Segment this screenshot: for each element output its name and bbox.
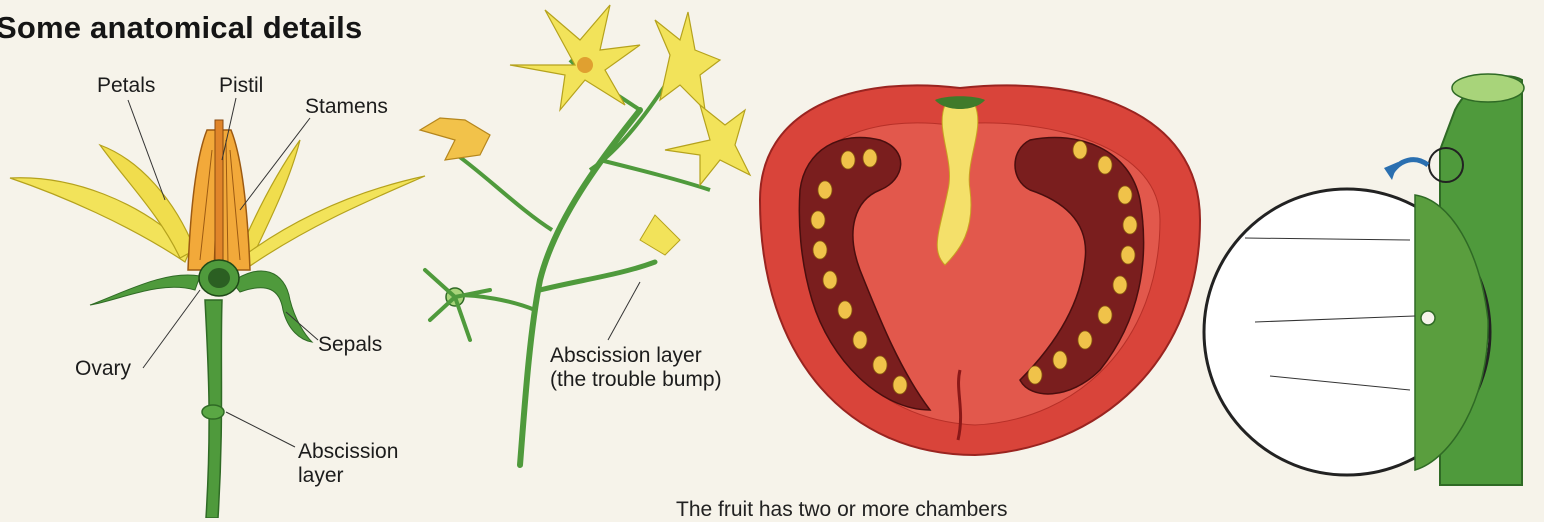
- cluster-flower-lower-right: [665, 105, 750, 185]
- flower-cluster-stem: [420, 5, 750, 465]
- stem-top-cut: [1452, 74, 1524, 102]
- cluster-bud-right: [640, 215, 680, 255]
- cluster-flower-left: [420, 118, 490, 160]
- cluster-flower-right: [655, 12, 720, 110]
- cluster-flower-top: [510, 5, 640, 110]
- label-stamens: Stamens: [305, 95, 388, 119]
- sepal-left: [90, 275, 200, 305]
- label-ovary: Ovary: [75, 357, 131, 381]
- label-stem-abscission-line1: Abscission layer: [550, 344, 702, 368]
- magnify-arrow: [1392, 160, 1428, 172]
- label-abscission-line2: layer: [298, 464, 344, 488]
- flower-abscission-bump: [202, 405, 224, 419]
- label-petals: Petals: [97, 74, 155, 98]
- fruit-caption: The fruit has two or more chambers: [676, 498, 1007, 522]
- pistil: [215, 120, 223, 270]
- cluster-main-stem: [520, 110, 640, 465]
- label-pistil: Pistil: [219, 74, 263, 98]
- cluster-leader-line: [608, 282, 640, 340]
- tomato-cross-section: [760, 85, 1200, 455]
- label-stem-abscission-line2: (the trouble bump): [550, 368, 722, 392]
- label-abscission-line1: Abscission: [298, 440, 398, 464]
- sepal-right-curled: [232, 271, 312, 342]
- label-sepals: Sepals: [318, 333, 382, 357]
- stem-close-up: [1204, 74, 1524, 485]
